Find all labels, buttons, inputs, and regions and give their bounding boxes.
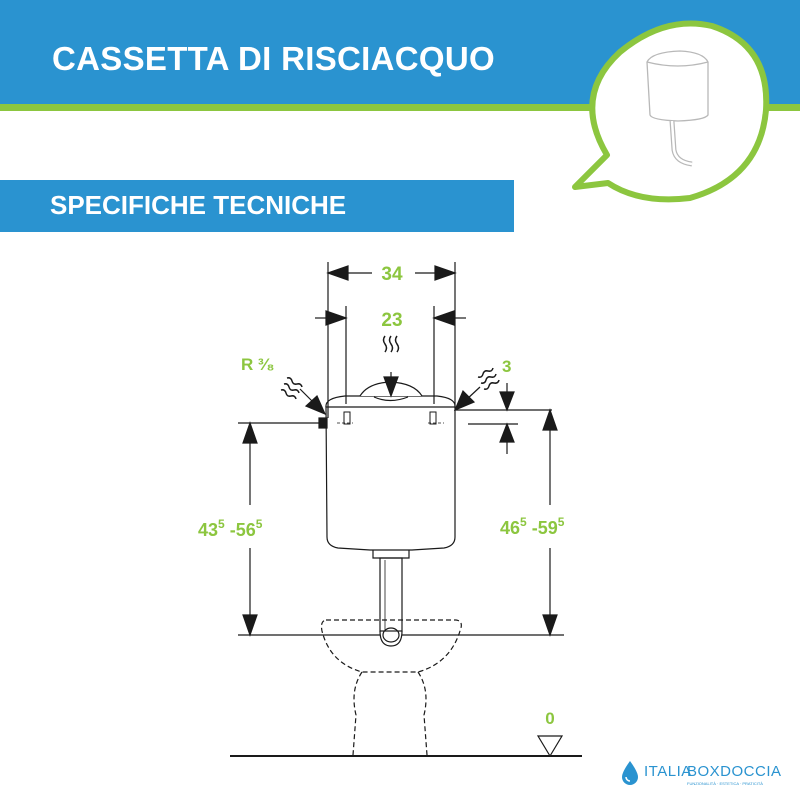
- water-drop-icon: [622, 761, 638, 785]
- brand-logo: ITALIA BOXDOCCIA FUNZIONALITÀ · ESTETICA…: [620, 756, 795, 790]
- product-thumbnail-bubble: [572, 20, 770, 203]
- dimension-lines: [238, 262, 564, 758]
- level-marker: [536, 735, 564, 758]
- flush-pipe: [372, 550, 410, 559]
- dim-thread: R ³⁄₈: [241, 355, 274, 374]
- brand-tagline: FUNZIONALITÀ · ESTETICA · PRATICITÀ: [687, 781, 763, 786]
- dim-offset: 3: [502, 357, 511, 376]
- water-flow-symbols: [280, 335, 500, 400]
- dim-top-width: 34: [381, 264, 403, 285]
- cistern-lid: [325, 395, 456, 408]
- dim-right-height: 465 -595: [500, 515, 565, 538]
- dim-inner-width: 23: [381, 310, 402, 331]
- section-title: SPECIFICHE TECNICHE: [50, 190, 347, 220]
- page-title: CASSETTA DI RISCIACQUO: [52, 40, 495, 77]
- brand-boxdoccia: BOXDOCCIA: [687, 763, 782, 780]
- cistern-thumbnail-icon: [646, 50, 709, 167]
- dim-floor-level: 0: [545, 709, 554, 728]
- dim-left-height: 435 -565: [198, 517, 263, 540]
- toilet-bowl-dashed: [320, 619, 462, 756]
- header-accent-line: [0, 104, 800, 111]
- subtitle-band: [0, 180, 514, 232]
- cistern-drawing: [230, 381, 582, 757]
- brand-italia: ITALIA: [644, 763, 692, 780]
- cistern-body: [325, 406, 456, 551]
